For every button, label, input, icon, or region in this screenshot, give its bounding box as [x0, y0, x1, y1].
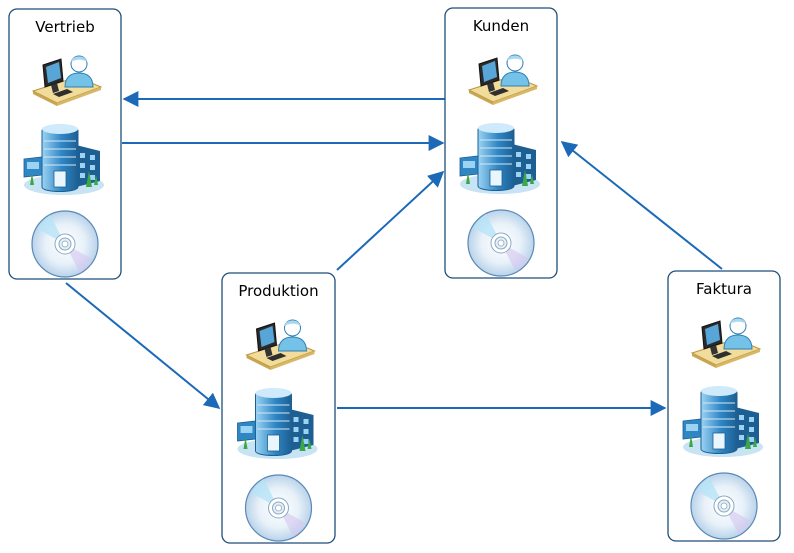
node-title-faktura: Faktura: [696, 280, 752, 298]
node-title-vertrieb: Vertrieb: [35, 18, 94, 36]
node-produktion[interactable]: Produktion: [221, 272, 336, 544]
disc-icon: [31, 210, 99, 278]
node-title-kunden: Kunden: [473, 17, 529, 35]
node-title-produktion: Produktion: [238, 282, 318, 300]
arrow-vertrieb-to-produktion: [65, 282, 221, 410]
disc-icon: [467, 209, 535, 277]
arrow-produktion-to-kunden: [336, 170, 445, 271]
node-faktura[interactable]: Faktura: [667, 270, 781, 542]
disc-icon: [690, 472, 758, 540]
arrow-faktura-to-kunden: [560, 141, 723, 270]
node-kunden[interactable]: Kunden: [444, 7, 558, 279]
disc-icon: [244, 474, 313, 542]
node-vertrieb[interactable]: Vertrieb: [8, 8, 122, 280]
edges-layer: [65, 91, 723, 416]
